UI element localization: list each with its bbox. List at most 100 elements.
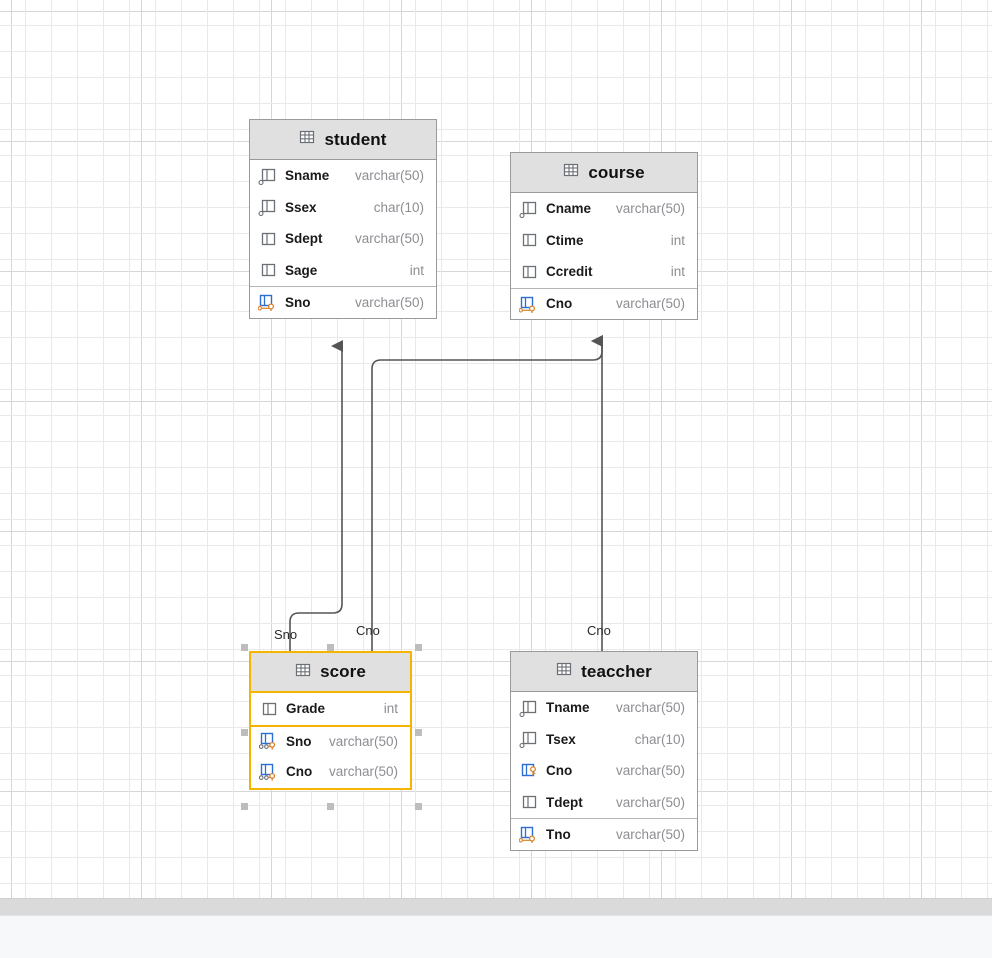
entity-course-columns: Cname varchar(50) Ctime int xyxy=(511,193,697,319)
entity-teaccher[interactable]: teaccher Tname varchar(50) xyxy=(510,651,698,851)
table-icon xyxy=(299,129,315,150)
column-type: int xyxy=(383,701,398,717)
column-nullable-icon xyxy=(258,167,278,185)
relationship-label-cno-score: Cno xyxy=(356,623,380,638)
connector-score-course xyxy=(371,335,603,651)
table-row[interactable]: Cname varchar(50) xyxy=(511,193,697,225)
table-row[interactable]: Ccredit int xyxy=(511,256,697,288)
column-type: varchar(50) xyxy=(615,201,685,217)
primary-key-icon xyxy=(518,295,539,313)
column-name: Cno xyxy=(546,763,573,779)
relationship-label-cno-teaccher: Cno xyxy=(587,623,611,638)
column-type: varchar(50) xyxy=(354,231,424,247)
column-type: varchar(50) xyxy=(354,294,424,310)
entity-course-header[interactable]: course xyxy=(511,153,697,193)
entity-course[interactable]: course Cname varchar(50) xyxy=(510,152,698,320)
primary-key-icon xyxy=(257,293,278,312)
table-row[interactable]: Tdept varchar(50) xyxy=(511,787,697,819)
column-icon xyxy=(519,231,539,249)
table-row[interactable]: Cno varchar(50) xyxy=(251,756,410,788)
primary-key-icon xyxy=(518,825,539,844)
resize-handle-nw[interactable] xyxy=(241,644,248,651)
primary-foreign-key-icon xyxy=(258,732,279,750)
horizontal-scrollbar[interactable] xyxy=(0,898,992,915)
column-name: Tname xyxy=(546,700,590,716)
resize-handle-ne[interactable] xyxy=(415,644,422,651)
column-name: Sdept xyxy=(285,231,323,247)
primary-foreign-key-icon xyxy=(258,763,279,781)
entity-student[interactable]: student Sname varchar(50) xyxy=(249,119,437,319)
column-type: varchar(50) xyxy=(354,168,424,184)
entity-teaccher-title: teaccher xyxy=(581,661,652,681)
column-nullable-icon xyxy=(519,200,539,218)
column-type: int xyxy=(670,264,685,280)
table-icon xyxy=(556,661,572,682)
column-name: Sno xyxy=(285,294,311,310)
table-icon xyxy=(563,162,579,183)
entity-student-title: student xyxy=(324,129,387,149)
table-row[interactable]: Ctime int xyxy=(511,225,697,257)
table-row[interactable]: Ssex char(10) xyxy=(250,192,436,224)
resize-handle-e[interactable] xyxy=(415,729,422,736)
column-type: varchar(50) xyxy=(615,700,685,716)
resize-handle-n[interactable] xyxy=(327,644,334,651)
column-icon xyxy=(259,700,279,718)
table-row[interactable]: Grade int xyxy=(251,693,410,725)
column-type: varchar(50) xyxy=(615,296,685,312)
resize-handle-sw[interactable] xyxy=(241,803,248,810)
connector-score-student xyxy=(289,340,343,651)
column-name: Ctime xyxy=(546,232,584,248)
column-icon xyxy=(519,793,539,811)
entity-student-columns: Sname varchar(50) Ssex char(10) xyxy=(250,160,436,318)
column-type: int xyxy=(670,232,685,248)
column-name: Tdept xyxy=(546,794,583,810)
entity-score-title: score xyxy=(320,662,366,681)
table-row[interactable]: Tname varchar(50) xyxy=(511,692,697,724)
column-name: Ssex xyxy=(285,199,317,215)
entity-course-title: course xyxy=(588,162,645,182)
table-row[interactable]: Sage int xyxy=(250,255,436,287)
entity-teaccher-header[interactable]: teaccher xyxy=(511,652,697,692)
column-name: Cno xyxy=(546,296,573,312)
horizontal-scrollbar-thumb[interactable] xyxy=(0,900,992,915)
foreign-key-icon xyxy=(519,762,539,780)
resize-handle-se[interactable] xyxy=(415,803,422,810)
entity-teaccher-columns: Tname varchar(50) Tsex char(10) xyxy=(511,692,697,850)
resize-handle-s[interactable] xyxy=(327,803,334,810)
table-row[interactable]: Tno varchar(50) xyxy=(511,818,697,850)
column-nullable-icon xyxy=(258,198,278,217)
table-icon xyxy=(295,662,311,683)
column-icon xyxy=(258,261,278,279)
table-row[interactable]: Sname varchar(50) xyxy=(250,160,436,192)
column-name: Cname xyxy=(546,201,592,217)
column-type: char(10) xyxy=(373,199,424,215)
table-row[interactable]: Sdept varchar(50) xyxy=(250,223,436,255)
table-row[interactable]: Cno varchar(50) xyxy=(511,755,697,787)
column-type: varchar(50) xyxy=(615,826,685,842)
column-type: varchar(50) xyxy=(615,763,685,779)
relationship-label-sno: Sno xyxy=(274,627,298,642)
relationship-connectors xyxy=(289,335,603,651)
column-icon xyxy=(258,230,278,248)
column-icon xyxy=(519,263,539,281)
table-row[interactable]: Cno varchar(50) xyxy=(511,287,697,320)
column-type: char(10) xyxy=(634,731,685,747)
entity-score-header[interactable]: score xyxy=(251,653,410,693)
column-name: Sage xyxy=(285,262,318,278)
column-name: Grade xyxy=(286,701,326,717)
column-nullable-icon xyxy=(519,730,539,749)
table-row[interactable]: Tsex char(10) xyxy=(511,724,697,756)
resize-handle-w[interactable] xyxy=(241,729,248,736)
table-row[interactable]: Sno varchar(50) xyxy=(250,286,436,318)
entity-student-header[interactable]: student xyxy=(250,120,436,160)
table-row[interactable]: Sno varchar(50) xyxy=(251,724,410,757)
entity-score-columns: Grade int xyxy=(251,693,410,788)
entity-score[interactable]: score Grade int xyxy=(249,651,412,790)
column-name: Sno xyxy=(286,733,312,749)
column-type: varchar(50) xyxy=(328,733,398,749)
diagram-layer: Sno Cno Cno student xyxy=(241,119,698,851)
bottom-panel xyxy=(0,915,992,958)
column-name: Tsex xyxy=(546,731,576,747)
column-name: Cno xyxy=(286,764,313,780)
